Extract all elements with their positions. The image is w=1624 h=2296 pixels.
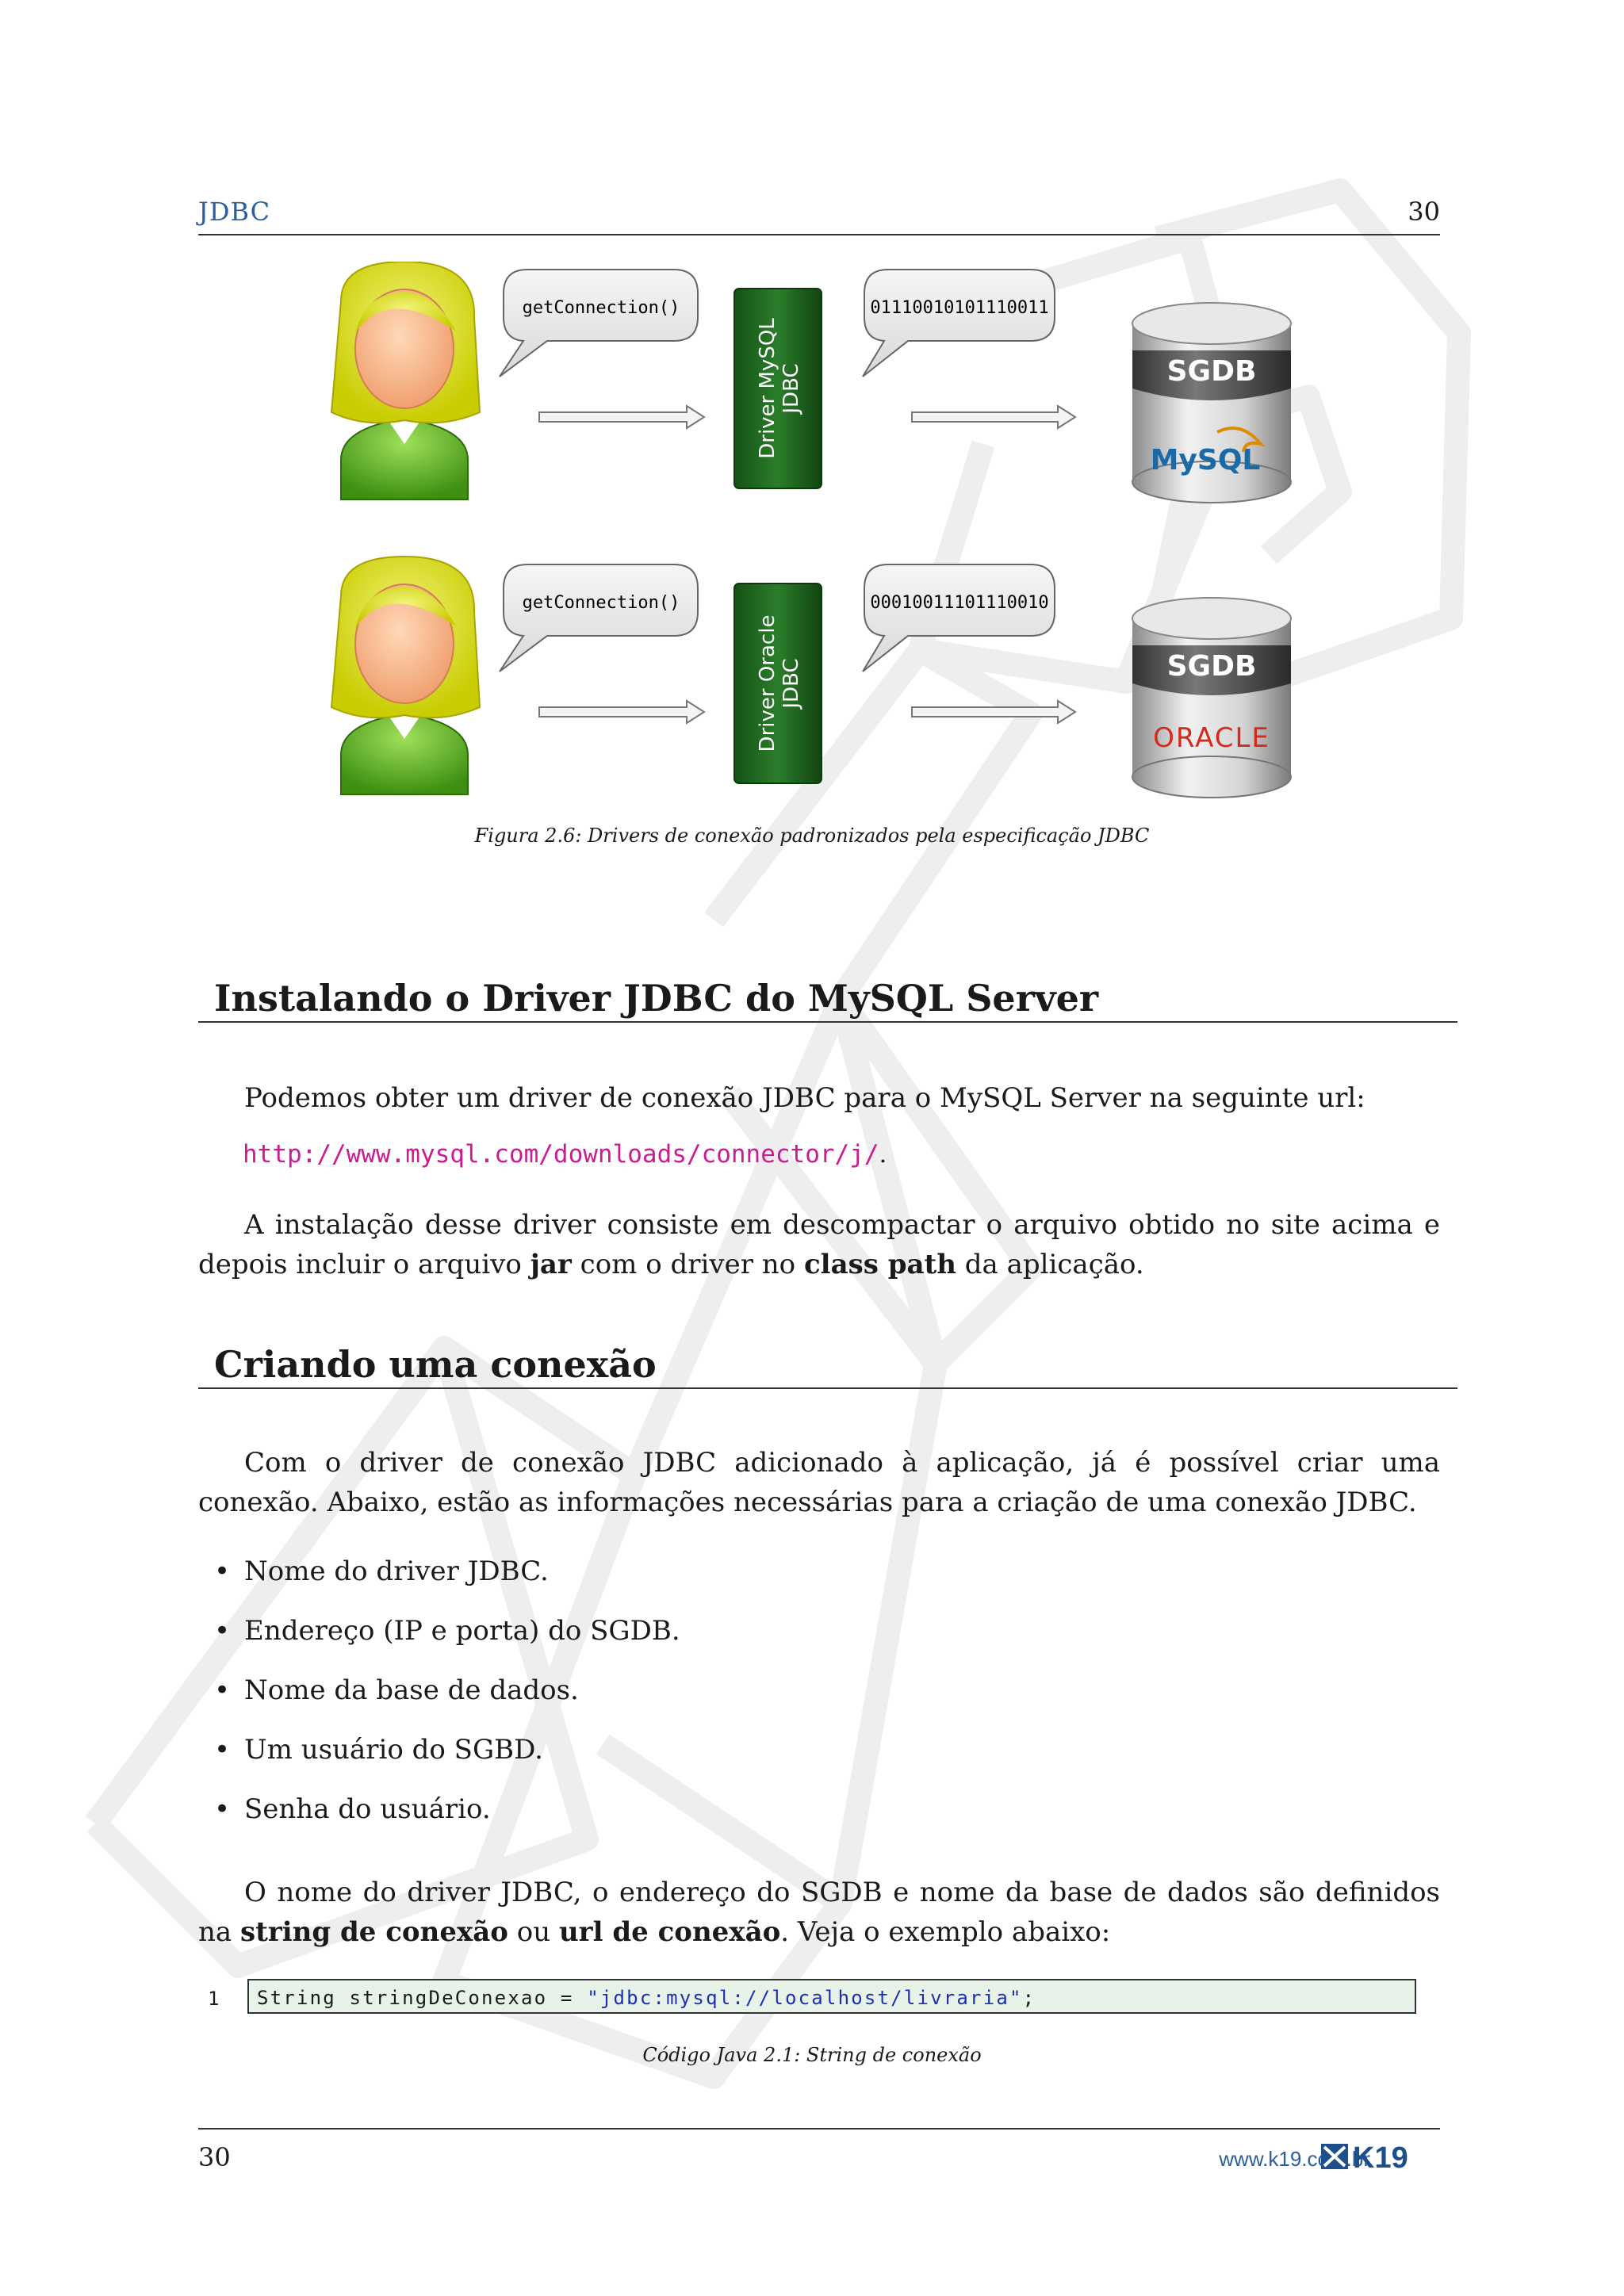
bits-text: 01110010101110011 bbox=[870, 298, 1048, 318]
arrow-right-icon bbox=[538, 404, 706, 430]
bits-text: 00010011101110010 bbox=[870, 593, 1048, 613]
list-item: •Endereço (IP e porta) do SGDB. bbox=[214, 1615, 680, 1647]
code-suffix: ; bbox=[1022, 1987, 1036, 2009]
speech-bubble: getConnection() bbox=[499, 564, 699, 672]
call-text: getConnection() bbox=[523, 593, 680, 613]
arrow-right-icon bbox=[538, 699, 706, 725]
requirements-list: •Nome do driver JDBC. •Endereço (IP e po… bbox=[214, 1556, 680, 1853]
running-header-title: JDBC bbox=[198, 197, 271, 227]
call-text: getConnection() bbox=[523, 298, 680, 318]
section-rule bbox=[198, 1387, 1457, 1389]
section-rule bbox=[198, 1021, 1457, 1023]
db-vendor-logo: MySQL bbox=[1151, 444, 1261, 476]
driver-line2: JDBC bbox=[779, 363, 803, 415]
paragraph: A instalação desse driver consiste em de… bbox=[198, 1209, 1440, 1280]
oracle-row: getConnection() Driver Oracle JDBC 00010… bbox=[330, 555, 1292, 798]
section-title: Instalando o Driver JDBC do MySQL Server bbox=[214, 977, 1099, 1020]
code-line-number: 1 bbox=[208, 1988, 220, 2010]
paragraph: Podemos obter um driver de conexão JDBC … bbox=[244, 1082, 1365, 1114]
driver-box: Driver MySQL JDBC bbox=[733, 288, 822, 489]
url-period: . bbox=[879, 1140, 887, 1169]
download-url-line: http://www.mysql.com/downloads/connector… bbox=[243, 1140, 887, 1169]
db-label: SGDB bbox=[1167, 650, 1257, 683]
list-item: •Um usuário do SGBD. bbox=[214, 1734, 543, 1766]
driver-line1: Driver Oracle bbox=[756, 615, 779, 752]
k19-logo-icon: K19 bbox=[1321, 2141, 1408, 2172]
driver-line1: Driver MySQL bbox=[756, 318, 779, 459]
list-item: •Nome do driver JDBC. bbox=[214, 1556, 549, 1587]
arrow-right-icon bbox=[911, 699, 1077, 725]
footer-rule bbox=[198, 2128, 1440, 2130]
speech-bubble: getConnection() bbox=[499, 269, 699, 377]
list-item: •Nome da base de dados. bbox=[214, 1674, 579, 1706]
database-icon: SGDB MySQL bbox=[1132, 302, 1292, 503]
section-title: Criando uma conexão bbox=[214, 1343, 657, 1386]
arrow-right-icon bbox=[911, 404, 1077, 430]
speech-bubble: 01110010101110011 bbox=[862, 269, 1055, 377]
code-block: String stringDeConexao = "jdbc:mysql://l… bbox=[247, 1979, 1416, 2014]
code-prefix: String stringDeConexao = bbox=[257, 1987, 588, 2009]
driver-box: Driver Oracle JDBC bbox=[733, 583, 822, 784]
list-item: •Senha do usuário. bbox=[214, 1793, 491, 1825]
header-page-number: 30 bbox=[1408, 197, 1440, 227]
user-avatar-icon bbox=[330, 262, 481, 500]
user-avatar-icon bbox=[330, 555, 481, 795]
database-icon: SGDB ORACLE bbox=[1132, 597, 1292, 798]
paragraph: Com o driver de conexão JDBC adicionado … bbox=[198, 1447, 1440, 1518]
code-string: "jdbc:mysql://localhost/livraria" bbox=[587, 1987, 1023, 2009]
logo-text: K19 bbox=[1353, 2141, 1408, 2172]
jdbc-drivers-figure: getConnection() Driver MySQL JDBC 011100… bbox=[330, 262, 1292, 798]
figure-caption: Figura 2.6: Drivers de conexão padroniza… bbox=[474, 825, 1150, 847]
footer-page-number: 30 bbox=[198, 2142, 231, 2172]
speech-bubble: 00010011101110010 bbox=[862, 564, 1055, 672]
db-vendor-logo: ORACLE bbox=[1153, 722, 1270, 754]
driver-line2: JDBC bbox=[779, 658, 803, 710]
paragraph: O nome do driver JDBC, o endereço do SGD… bbox=[198, 1877, 1440, 1948]
download-link[interactable]: http://www.mysql.com/downloads/connector… bbox=[243, 1140, 879, 1169]
db-label: SGDB bbox=[1167, 355, 1257, 388]
mysql-row: getConnection() Driver MySQL JDBC 011100… bbox=[330, 262, 1292, 503]
code-caption: Código Java 2.1: String de conexão bbox=[642, 2044, 982, 2066]
header-rule bbox=[198, 234, 1440, 235]
